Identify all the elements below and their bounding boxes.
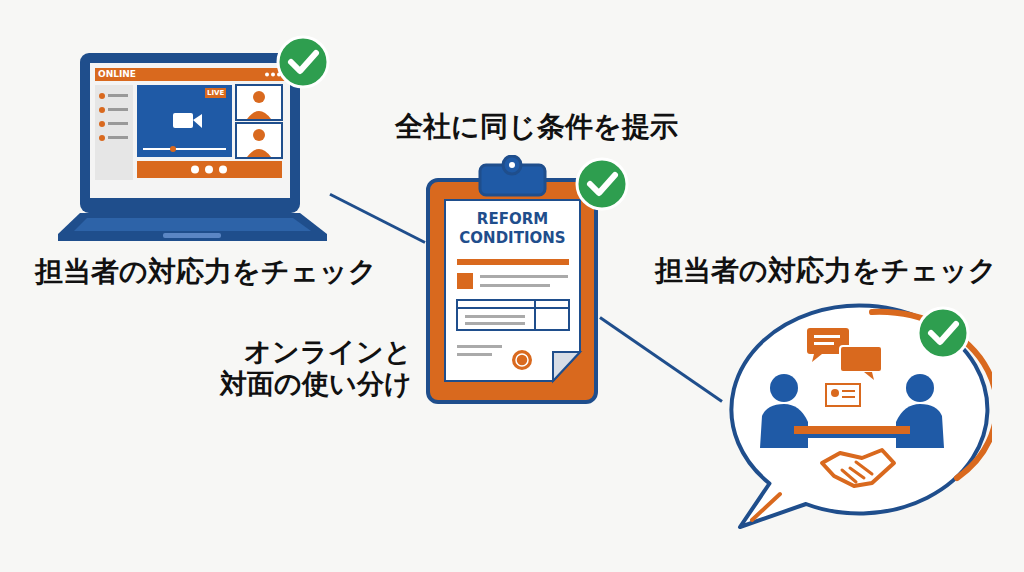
note-label: オンラインと 対面の使い分け: [200, 336, 412, 401]
connector-line: [330, 194, 425, 242]
screen-title: ONLINE: [98, 68, 136, 81]
connector-line: [600, 318, 722, 402]
heading-label: 全社に同じ条件を提示: [395, 110, 678, 144]
caption-label: 担当者の対応力をチェック: [655, 254, 997, 288]
document-title: REFORM CONDITIONS: [447, 210, 578, 248]
laptop-screen: ONLINELIVE担当者の対応力をチェック: [55, 48, 330, 243]
speech-bubble-outline: [722, 298, 992, 533]
caption-label: 担当者の対応力をチェック: [35, 255, 377, 289]
speech-bubble: 担当者の対応力をチェック: [722, 298, 992, 533]
clipboard-outline: [425, 155, 600, 405]
clipboard: 全社に同じ条件を提示REFORM CONDITIONS: [425, 155, 600, 405]
live-badge: LIVE: [205, 88, 226, 98]
laptop-screen-outline: [55, 48, 330, 243]
